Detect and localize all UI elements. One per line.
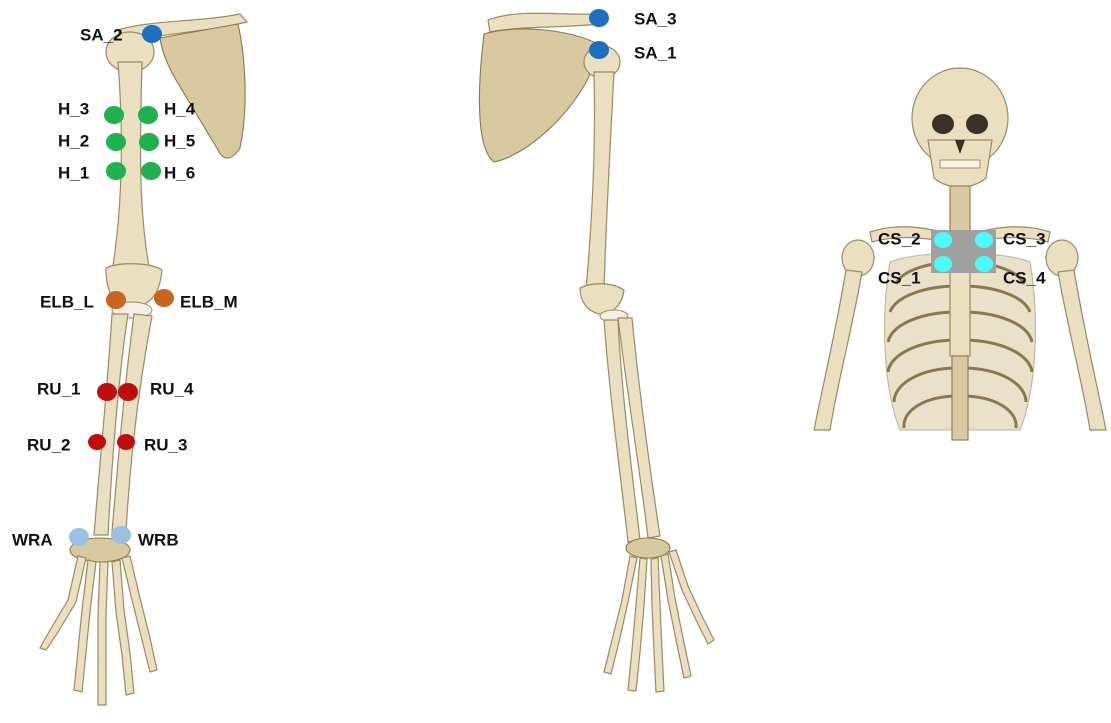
marker-label-ru-3: RU_3: [144, 435, 187, 454]
posterior-arm-figure: [479, 13, 714, 692]
marker-dot-cs-3: [975, 232, 993, 248]
marker-label-ru-4: RU_4: [150, 379, 194, 398]
marker-label-h-5: H_5: [164, 131, 195, 150]
marker-label-cs-1: CS_1: [878, 268, 921, 287]
marker-dot-ru-2: [88, 434, 106, 450]
marker-dot-sa-3: [589, 9, 609, 27]
marker-label-h-3: H_3: [58, 99, 89, 118]
marker-label-ru-1: RU_1: [37, 379, 80, 398]
marker-label-h-4: H_4: [164, 99, 196, 118]
marker-dot-sa-2: [142, 25, 162, 43]
marker-label-ru-2: RU_2: [27, 435, 70, 454]
marker-label-wrb: WRB: [138, 530, 179, 549]
marker-label-cs-2: CS_2: [878, 229, 921, 248]
marker-label-elb-m: ELB_M: [180, 292, 238, 311]
marker-dot-h-2: [106, 133, 126, 151]
marker-dot-cs-2: [934, 232, 952, 248]
marker-dot-ru-1: [97, 383, 117, 401]
marker-dot-sa-1: [589, 41, 609, 59]
marker-dot-elb-m: [154, 289, 174, 307]
marker-dot-h-4: [138, 106, 158, 124]
marker-dot-h-1: [106, 162, 126, 180]
marker-dot-h-3: [104, 106, 124, 124]
marker-dot-wrb: [111, 526, 131, 544]
marker-label-h-6: H_6: [164, 163, 195, 182]
marker-label-sa-3: SA_3: [634, 9, 677, 28]
marker-dot-cs-1: [934, 256, 952, 272]
marker-label-elb-l: ELB_L: [40, 292, 94, 311]
marker-dot-h-5: [139, 133, 159, 151]
marker-label-h-1: H_1: [58, 163, 89, 182]
marker-dot-ru-3: [117, 434, 135, 450]
marker-label-cs-4: CS_4: [1003, 268, 1046, 287]
marker-dot-h-6: [141, 162, 161, 180]
marker-label-wra: WRA: [12, 530, 53, 549]
marker-dot-ru-4: [118, 383, 138, 401]
marker-dot-cs-4: [975, 256, 993, 272]
marker-dot-wra: [69, 528, 89, 546]
marker-label-sa-2: SA_2: [80, 25, 123, 44]
marker-dot-elb-l: [106, 291, 126, 309]
marker-label-cs-3: CS_3: [1003, 229, 1046, 248]
marker-label-sa-1: SA_1: [634, 43, 677, 62]
marker-label-h-2: H_2: [58, 131, 89, 150]
